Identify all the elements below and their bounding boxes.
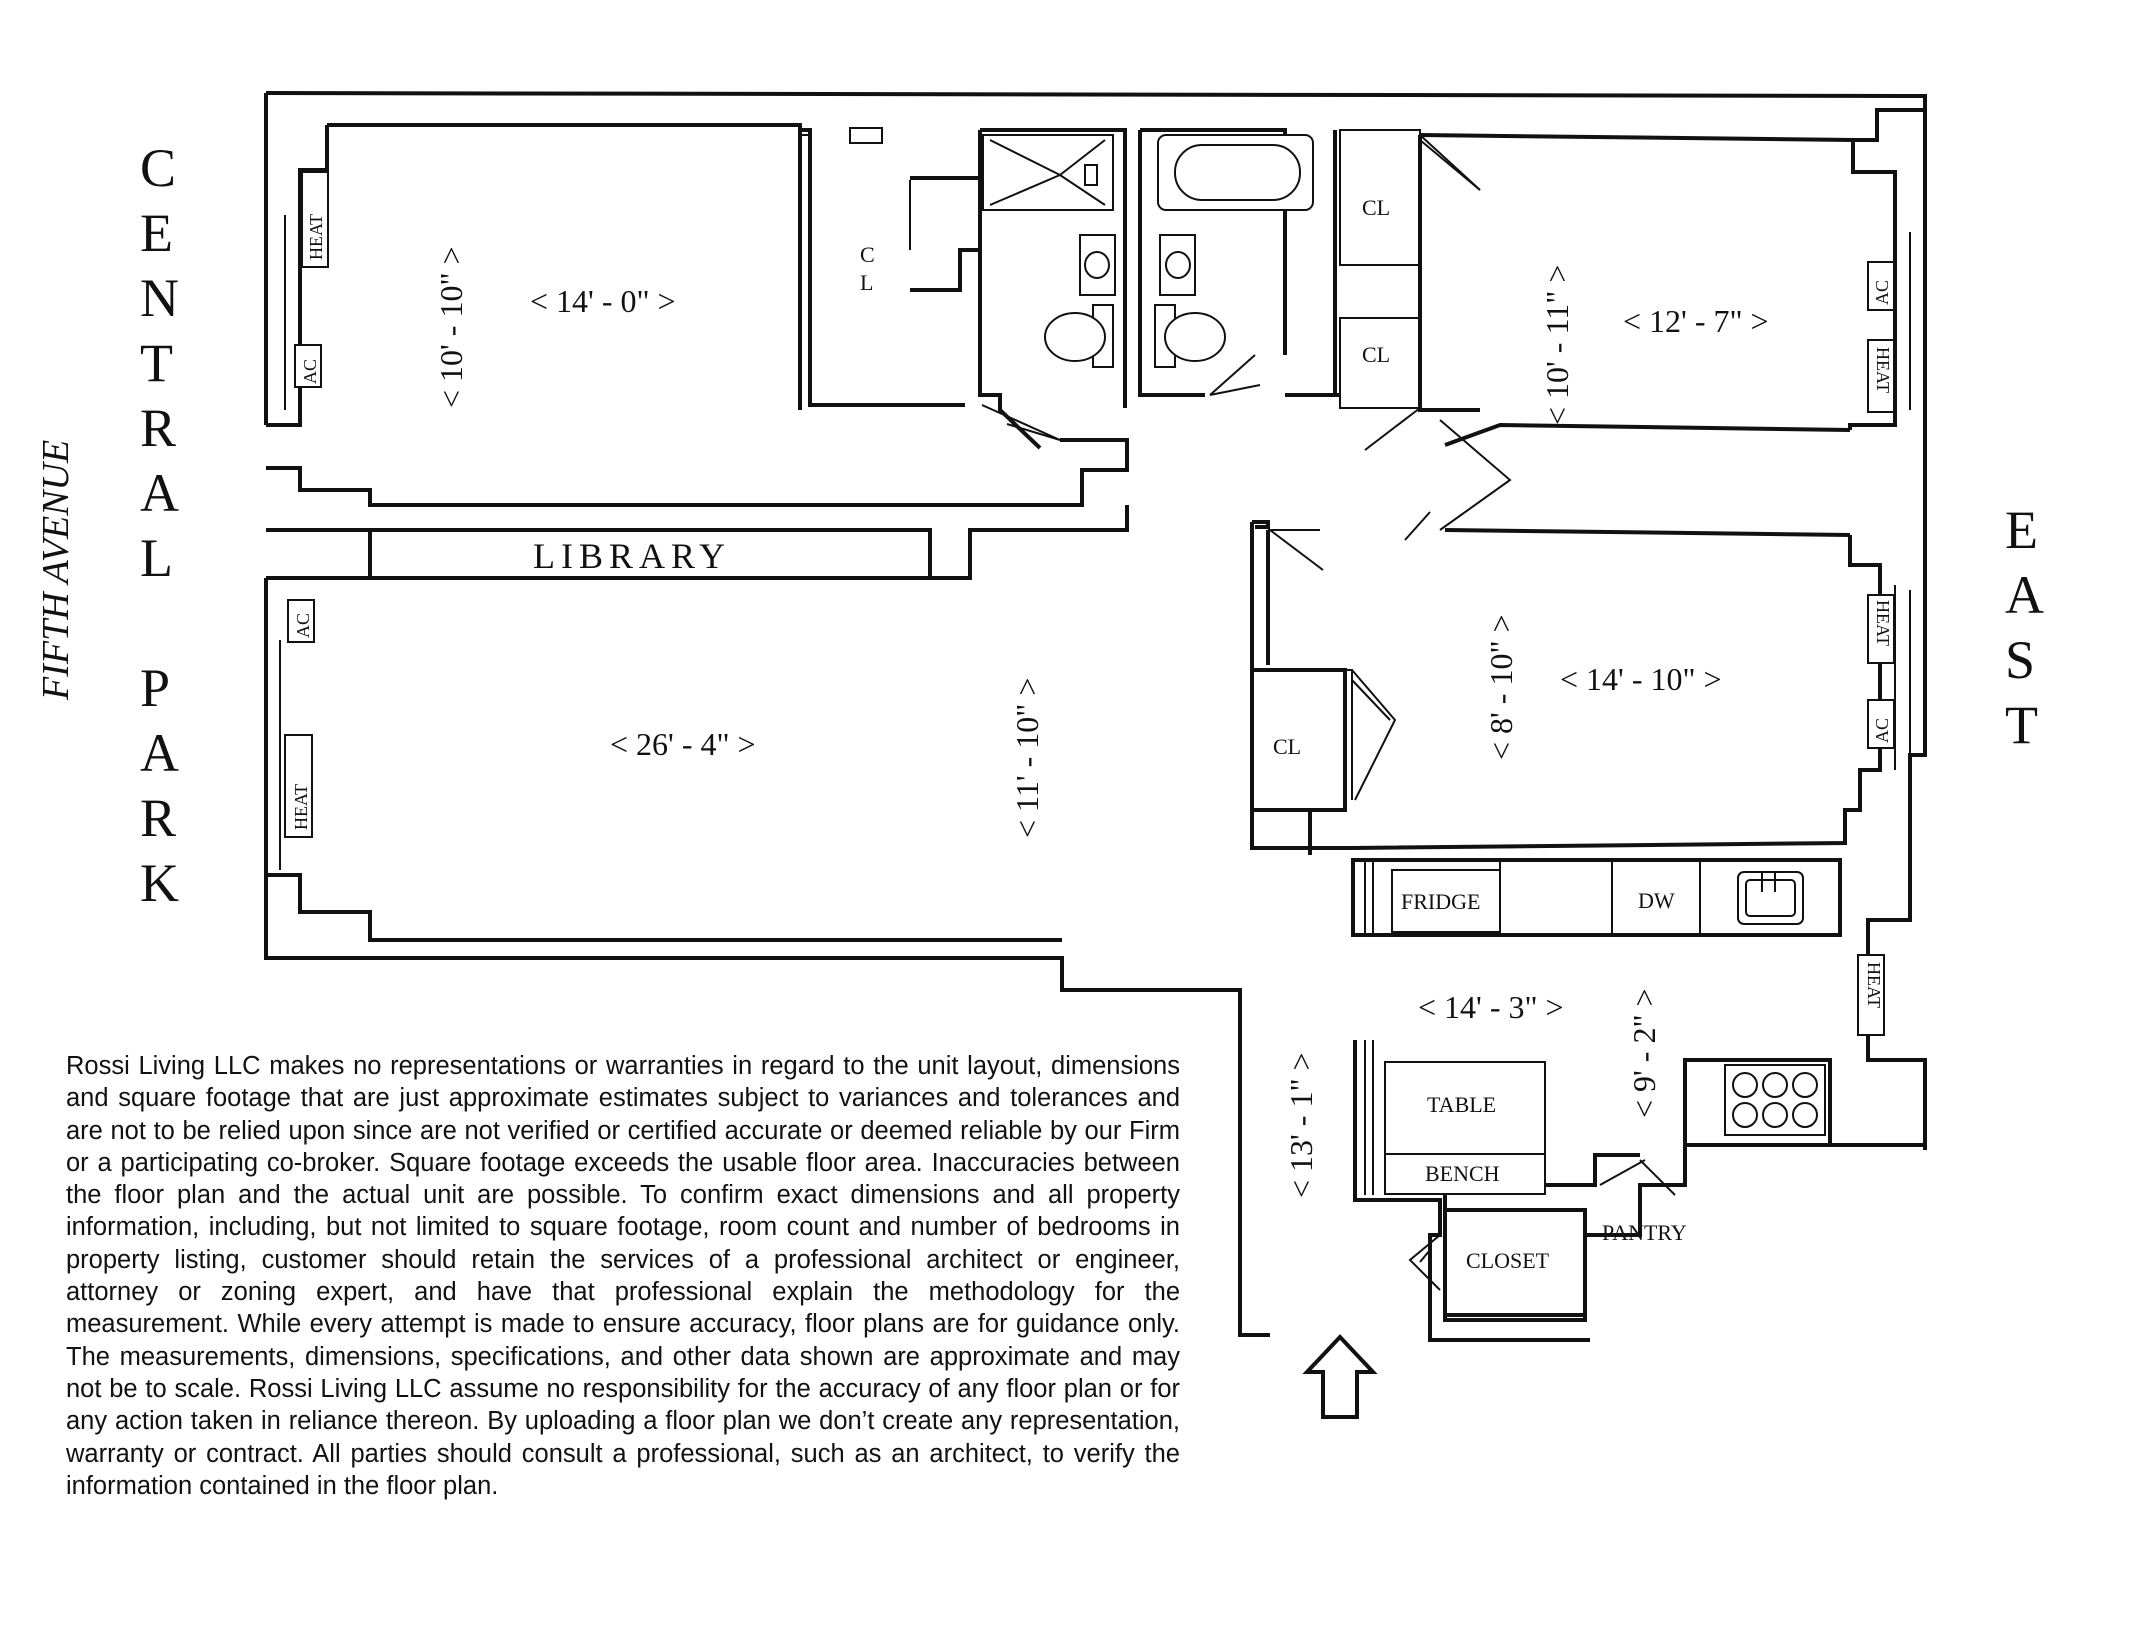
kitchen: HEAT PANTRY [1443, 950, 1927, 1317]
disclaimer-text: Rossi Living LLC makes no representation… [66, 1052, 1180, 1500]
bedroom2-depth-label: < 10' - 11" > [1539, 265, 1575, 425]
living-width-label: < 26' - 4" > [610, 726, 756, 762]
center-hall [1285, 130, 1340, 397]
park-letter: K [140, 853, 179, 913]
library: LIBRARY [266, 505, 1129, 580]
ac-label: AC [1872, 718, 1892, 743]
bedroom3-closet: CL [1252, 668, 1397, 855]
kitchen-depth-label: < 9' - 2" > [1626, 988, 1662, 1118]
kitchen-width-label: < 14' - 3" > [1418, 989, 1564, 1025]
entrance-arrow-icon [1302, 1334, 1378, 1419]
east-label: E A S T [2005, 500, 2044, 755]
heat-label: HEAT [1864, 962, 1884, 1008]
cl-label: C [860, 242, 875, 267]
park-letter: A [140, 723, 179, 783]
park-letter: A [140, 463, 179, 523]
bedroom1-depth-label: < 10' - 10" > [433, 246, 469, 408]
ac-label: AC [1872, 280, 1892, 305]
heat-label: HEAT [306, 214, 326, 260]
table-label: TABLE [1427, 1092, 1496, 1117]
park-letter: P [140, 658, 170, 718]
park-letter: R [140, 398, 176, 458]
fifth-avenue-label: FIFTH AVENUE [35, 440, 77, 701]
living-depth-label: < 11' - 10" > [1009, 678, 1045, 838]
park-letter: L [140, 528, 173, 588]
cl-label: CL [1362, 195, 1390, 220]
heat-label: HEAT [291, 784, 311, 830]
cl-label: CL [1273, 734, 1301, 759]
bedroom3-width-label: < 14' - 10" > [1560, 661, 1722, 697]
bathroom-1 [978, 128, 1127, 450]
gallery-depth-label: < 13' - 1" > [1283, 1052, 1319, 1198]
east-letter: A [2005, 565, 2044, 625]
bedroom-2: AC HEAT [1404, 133, 1911, 541]
dining-nook: TABLE BENCH [1353, 1040, 1546, 1215]
bathroom-2 [1138, 128, 1314, 397]
east-letter: T [2005, 695, 2038, 755]
bedroom1-width-label: < 14' - 0" > [530, 283, 676, 319]
heat-label: HEAT [1873, 600, 1893, 646]
ac-label: AC [293, 613, 313, 638]
bedroom3-depth-label: < 8' - 10" > [1483, 614, 1519, 760]
park-letter: C [140, 138, 176, 198]
bedroom1-closet: C L [800, 127, 982, 407]
park-letter: E [140, 203, 173, 263]
bench-label: BENCH [1425, 1161, 1500, 1186]
closet-label: CLOSET [1466, 1248, 1550, 1273]
park-letter: T [140, 333, 173, 393]
west-window-units-top: HEAT AC [284, 171, 329, 410]
living-room: AC HEAT [264, 578, 1062, 942]
park-letter: N [140, 268, 179, 328]
heat-label: HEAT [1873, 347, 1893, 393]
cl-label: CL [1362, 342, 1390, 367]
kitchen-counter: FRIDGE DW [1351, 858, 1842, 937]
hall-closet: CLOSET [1408, 1208, 1590, 1342]
east-letter: S [2005, 630, 2035, 690]
library-label: LIBRARY [533, 536, 731, 576]
dw-label: DW [1638, 888, 1675, 913]
cl-label: L [860, 270, 873, 295]
bedroom-3: HEAT AC [1250, 520, 1911, 850]
ac-label: AC [300, 359, 320, 384]
park-letter: R [140, 788, 176, 848]
east-letter: E [2005, 500, 2038, 560]
bedroom2-width-label: < 12' - 7" > [1623, 303, 1769, 339]
bedroom2-closets: CL CL [1339, 129, 1481, 451]
fridge-label: FRIDGE [1401, 889, 1480, 914]
central-park-label: C E N T R A L P A R K [140, 138, 179, 913]
pantry-label: PANTRY [1602, 1220, 1687, 1245]
